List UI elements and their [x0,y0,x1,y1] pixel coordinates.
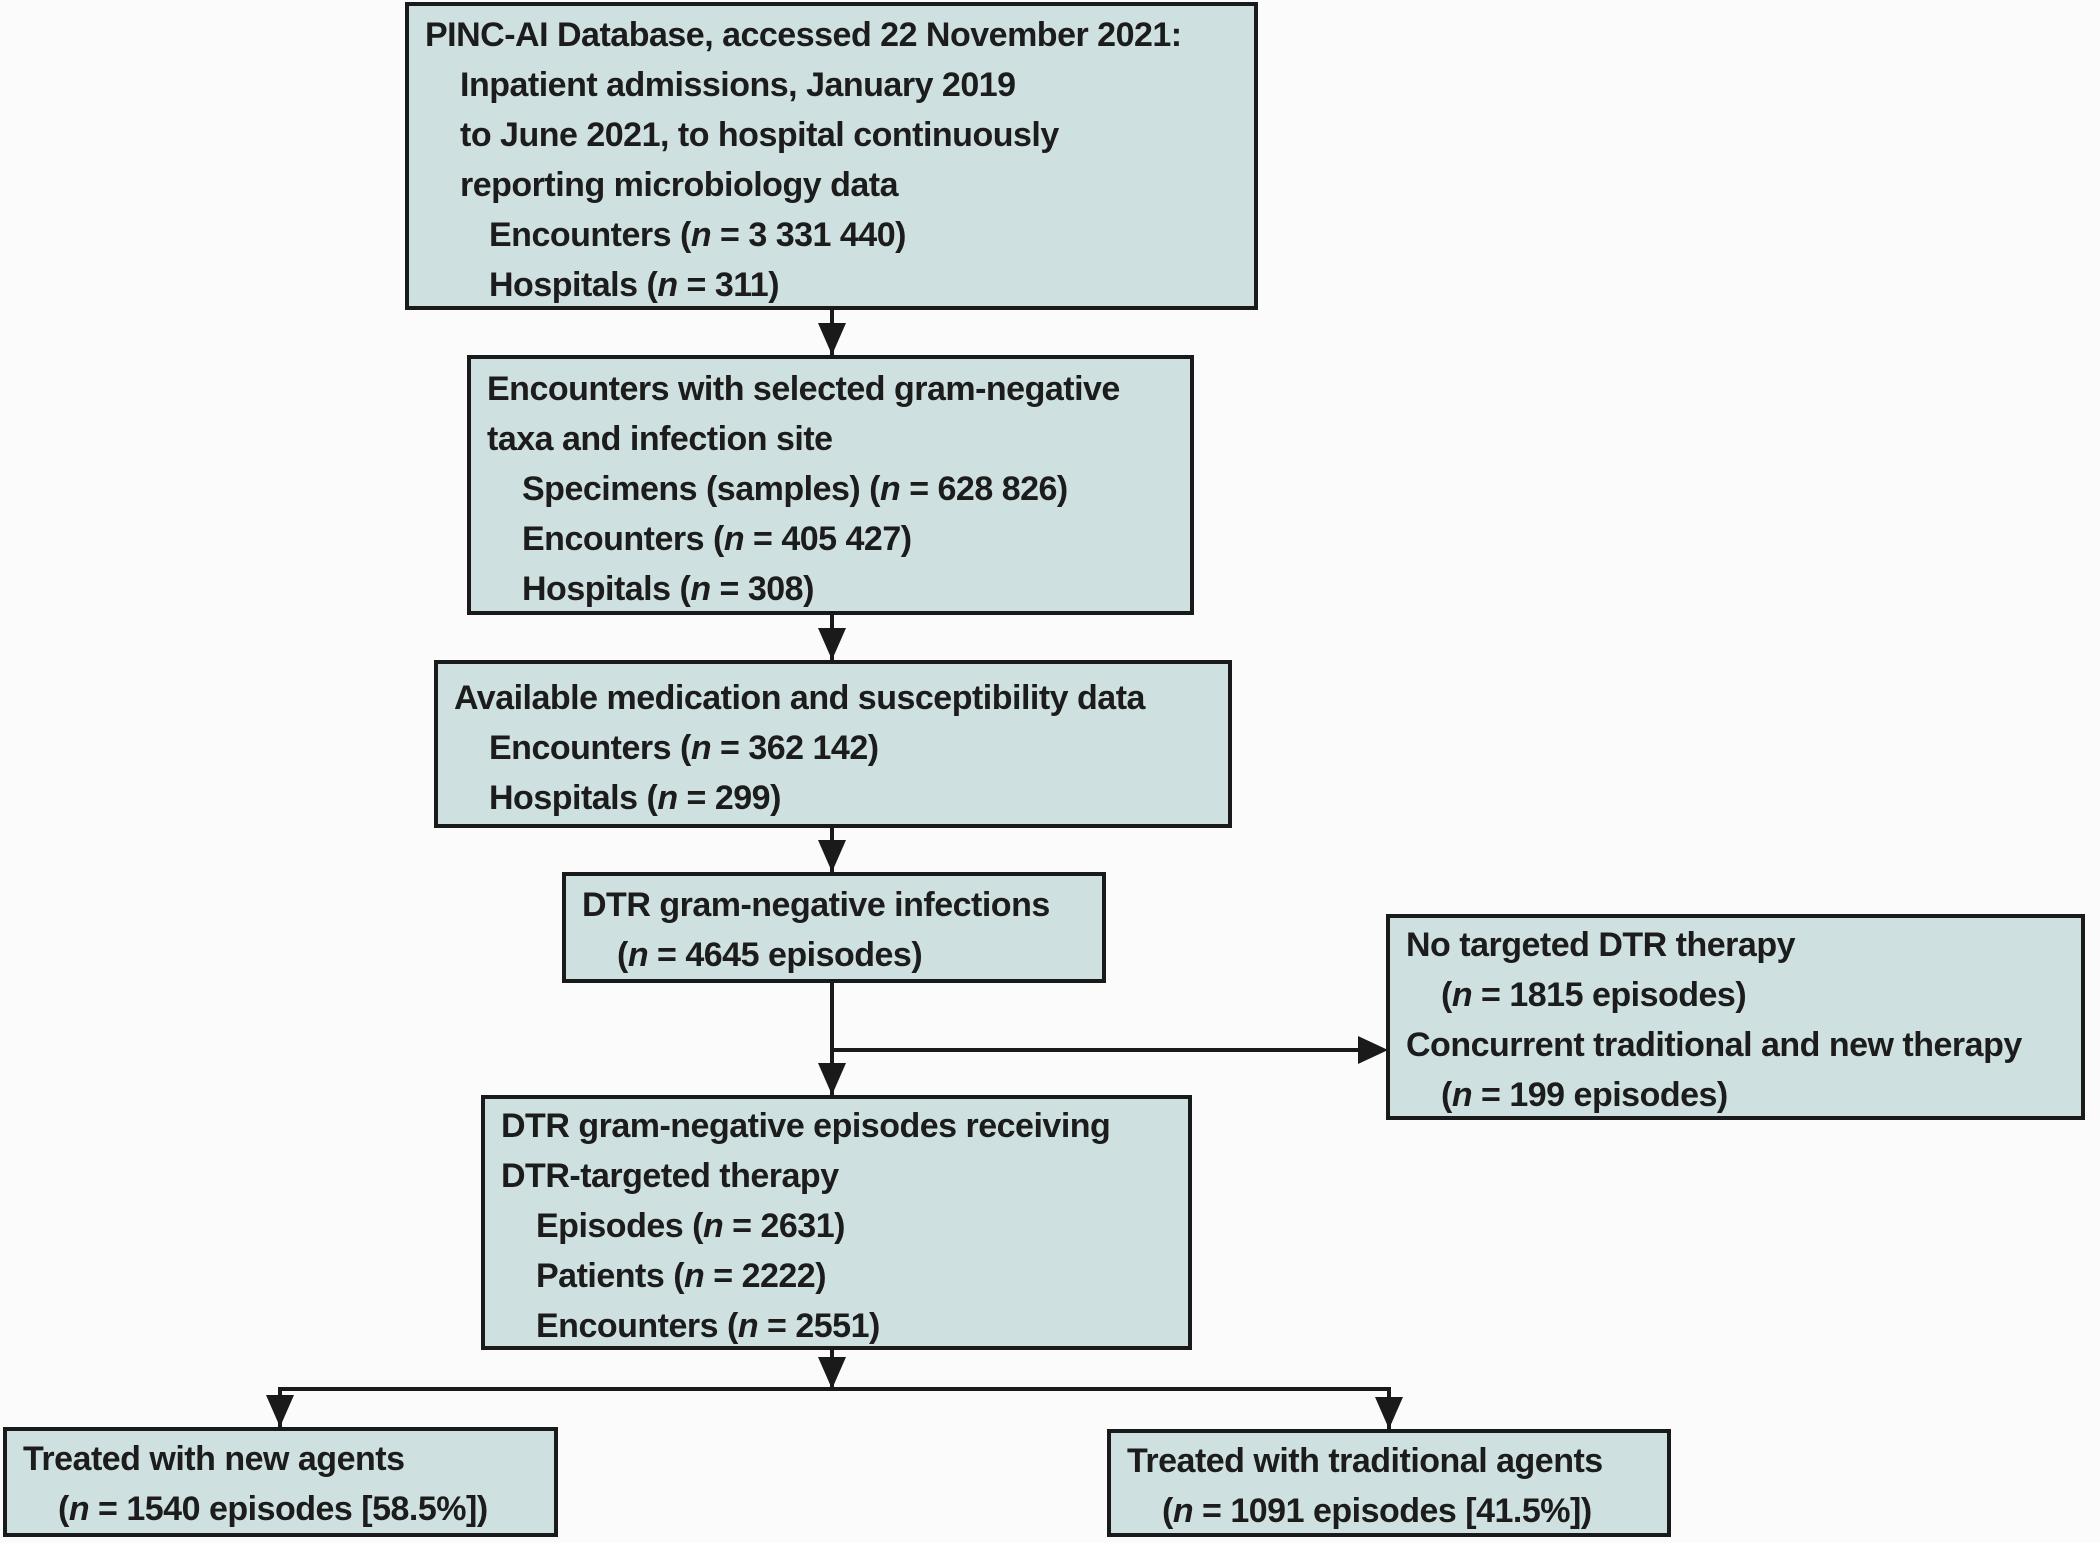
arrowhead-split-to-newagents [266,1395,294,1427]
box-line: DTR-targeted therapy [501,1157,839,1195]
box-line: Hospitals (n = 299) [489,779,781,817]
box-line: (n = 4645 episodes) [617,936,923,974]
arrowhead-database-to-taxa [818,323,846,355]
box-line: Hospitals (n = 308) [522,570,814,608]
connector-dtr-to-notarget [830,1048,1364,1052]
box-line: to June 2021, to hospital continuously [460,116,1059,154]
box-line: Patients (n = 2222) [536,1257,827,1295]
box-treated-new-agents: Treated with new agents (n = 1540 episode… [3,1427,558,1537]
box-dtr-infections: DTR gram-negative infections (n = 4645 ep… [562,872,1106,983]
box-line: (n = 199 episodes) [1441,1076,1728,1114]
box-treated-traditional-agents: Treated with traditional agents (n = 1091… [1107,1429,1671,1537]
box-line: (n = 1540 episodes [58.5%]) [58,1490,488,1528]
box-line: Encounters (n = 362 142) [489,729,879,767]
arrowhead-split-to-traditional [1375,1397,1403,1429]
box-line: reporting microbiology data [460,166,898,204]
box-line: Hospitals (n = 311) [489,266,780,304]
box-line: No targeted DTR therapy [1406,926,1796,964]
arrowhead-medsusc-to-dtr [818,840,846,872]
box-selected-gram-negative-taxa: Encounters with selected gram-negative ta… [467,355,1194,615]
box-line: taxa and infection site [487,420,833,458]
box-line: (n = 1815 episodes) [1441,976,1747,1014]
split-line [278,1387,1391,1391]
box-line: DTR gram-negative episodes receiving [501,1107,1111,1145]
connector-dtr-to-receiving [830,983,834,1095]
box-medication-susceptibility: Available medication and susceptibility … [434,660,1232,828]
box-line: Treated with traditional agents [1127,1442,1603,1480]
box-line: (n = 1091 episodes [41.5%]) [1162,1492,1592,1530]
box-line: Encounters (n = 405 427) [522,520,912,558]
box-line: Available medication and susceptibility … [454,679,1145,717]
box-line: Encounters with selected gram-negative [487,370,1120,408]
box-line: Encounters (n = 2551) [536,1307,880,1345]
box-line: Episodes (n = 2631) [536,1207,845,1245]
box-line: Treated with new agents [23,1440,405,1478]
box-pinc-ai-database: PINC-AI Database, accessed 22 November 2… [405,2,1258,310]
box-line: DTR gram-negative infections [582,886,1050,924]
arrowhead-taxa-to-medsusc [818,628,846,660]
box-no-targeted-dtr-therapy: No targeted DTR therapy (n = 1815 episode… [1386,914,2085,1120]
box-line: Concurrent traditional and new therapy [1406,1026,2022,1064]
arrowhead-dtr-to-notarget [1358,1036,1388,1064]
box-line: Encounters (n = 3 331 440) [489,216,906,254]
arrowhead-receiving-to-split [818,1357,846,1389]
box-line: Inpatient admissions, January 2019 [460,66,1016,104]
box-line: Specimens (samples) (n = 628 826) [522,470,1068,508]
box-line: PINC-AI Database, accessed 22 November 2… [425,16,1182,54]
arrowhead-dtr-to-receiving [818,1063,846,1095]
